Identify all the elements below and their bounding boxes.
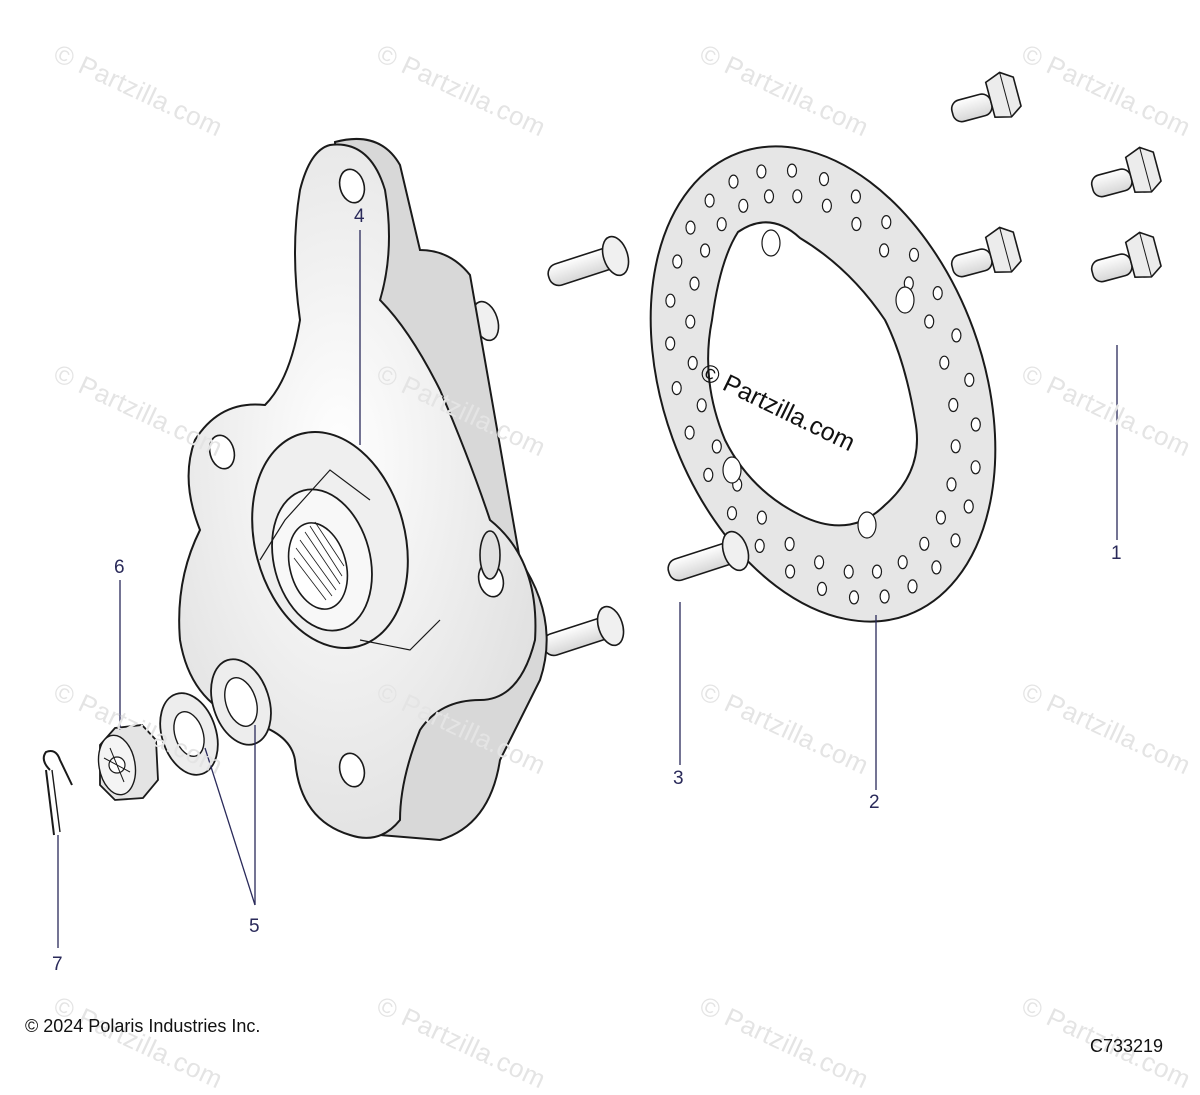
rotor-hole	[756, 164, 767, 179]
rotor-hole	[716, 217, 727, 232]
rotor-hole	[728, 174, 739, 189]
figure-id: C733219	[1090, 1036, 1164, 1056]
rotor-hole	[907, 579, 918, 594]
rotor-hole	[684, 425, 695, 440]
leader-lines	[57, 230, 1118, 948]
rotor-holes	[665, 163, 981, 605]
callout-2: 2	[869, 792, 880, 813]
rotor-hole	[932, 286, 943, 301]
wheel-hub	[178, 137, 548, 842]
washers	[159, 658, 272, 776]
rotor-hole	[763, 189, 775, 204]
cotter-pin	[42, 750, 73, 836]
rotor-hole	[711, 439, 722, 454]
rotor-hole	[963, 499, 974, 514]
rotor-hole	[671, 381, 682, 396]
rotor-hole	[848, 590, 860, 605]
rotor-hole	[687, 355, 698, 371]
rotor-bolt	[950, 226, 1022, 278]
rotor-bolts	[950, 71, 1162, 283]
rotor-hole	[665, 293, 676, 308]
rotor-hole	[939, 355, 950, 370]
callout-7: 7	[52, 954, 63, 975]
rotor-hole	[924, 314, 935, 329]
callout-3: 3	[673, 768, 684, 789]
rotor-mount-hole	[895, 286, 915, 314]
callout-4: 4	[354, 206, 365, 227]
copyright-text: © 2024 Polaris Industries Inc.	[25, 1016, 261, 1036]
hub-spline	[293, 521, 345, 601]
callout-1: 1	[1111, 543, 1122, 564]
rotor-mount-hole	[722, 456, 742, 484]
callout-6: 6	[114, 557, 125, 578]
rotor-hole	[703, 467, 714, 482]
rotor-hole	[919, 536, 930, 551]
wheel-stud	[667, 530, 750, 582]
rotor-hole	[964, 372, 975, 387]
rotor-hole	[756, 510, 768, 525]
rotor-mount-hole	[761, 229, 781, 257]
rotor-hole	[672, 254, 683, 269]
rotor-hole	[685, 220, 696, 235]
rotor-hole	[818, 172, 830, 187]
rotor-hole	[879, 589, 890, 604]
rotor-hole	[948, 397, 959, 413]
rotor-hole	[792, 189, 803, 204]
rotor-hole	[897, 555, 908, 570]
rotor-hole	[931, 560, 942, 575]
rotor-hole	[871, 564, 883, 579]
rotor-bolt	[1090, 231, 1162, 283]
rotor-hole	[950, 439, 961, 454]
rotor-hole	[881, 215, 892, 230]
rotor-hole	[689, 276, 700, 291]
leader-5a	[204, 747, 256, 906]
wheel-stud	[547, 235, 630, 287]
rotor-hole	[970, 460, 981, 475]
rotor-hole	[935, 510, 947, 525]
rotor-hole	[850, 189, 862, 204]
rotor-hole	[704, 193, 715, 208]
callout-5: 5	[249, 916, 260, 937]
washer	[159, 692, 219, 776]
rotor-hole	[784, 564, 796, 579]
rotor-hole	[908, 247, 920, 262]
rotor-hole	[970, 417, 981, 432]
rotor-bolt	[1090, 146, 1162, 198]
brake-rotor	[649, 145, 997, 623]
rotor-hole	[950, 533, 961, 548]
rotor-hole	[946, 477, 957, 492]
rotor-hole	[726, 506, 738, 521]
rotor-hole	[685, 314, 696, 329]
rotor-hole	[843, 564, 854, 579]
rotor-hole	[784, 536, 795, 552]
rotor-hole	[738, 198, 749, 213]
castle-nut	[97, 724, 159, 801]
rotor-hole	[821, 198, 833, 213]
rotor-mount-hole	[857, 511, 877, 539]
rotor-hole	[851, 216, 862, 232]
rotor-hole	[878, 243, 890, 258]
rotor-hole	[813, 555, 825, 570]
rotor-hole	[816, 581, 828, 597]
rotor-hole	[665, 336, 676, 351]
rotor-bolt	[950, 71, 1022, 123]
wheel-stud	[542, 605, 625, 657]
rotor-hole	[754, 538, 765, 554]
rotor-hole	[786, 163, 798, 178]
rotor-hole	[699, 243, 711, 258]
exploded-parts-diagram	[42, 71, 1162, 948]
rotor-hole	[696, 398, 707, 413]
rotor-hole	[951, 328, 962, 343]
washer	[210, 658, 272, 746]
